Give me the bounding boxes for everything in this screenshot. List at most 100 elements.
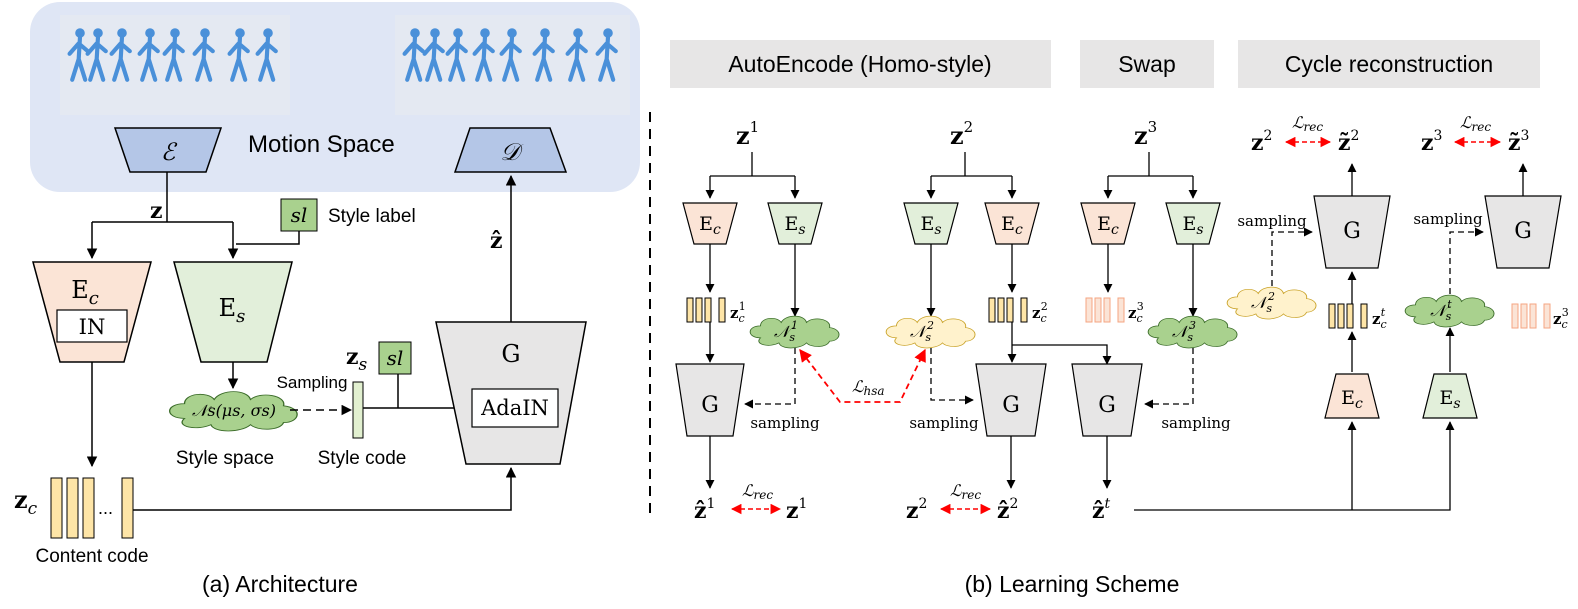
content-code-bars xyxy=(50,477,134,539)
z3-top: z3 xyxy=(1134,118,1157,150)
es-label-2: Es xyxy=(920,213,941,238)
es-label-4: Es xyxy=(1439,387,1460,412)
content-code-bars-1 xyxy=(686,297,726,323)
content-code-bars-3 xyxy=(1085,297,1125,323)
style-label-tag-2 xyxy=(378,341,412,375)
n3-label: 𝒩s3 xyxy=(1172,319,1196,344)
z2-bottom: z2 xyxy=(906,496,927,524)
ec-label-3: Ec xyxy=(1097,213,1119,238)
z-label: z xyxy=(150,198,163,224)
zhat1: ẑ1 xyxy=(694,496,715,524)
ztilde2: z̃2 xyxy=(1338,128,1359,156)
ec-label-2: Ec xyxy=(1001,213,1023,238)
in-block xyxy=(56,309,128,343)
lrec-2: ℒrec xyxy=(950,481,981,502)
motion-encoder-block xyxy=(113,127,223,173)
z-s-label: zs xyxy=(346,344,368,375)
ec-block-4 xyxy=(1324,373,1380,419)
zhat2: ẑ2 xyxy=(997,496,1018,524)
header-cycle xyxy=(1238,40,1540,88)
style-distribution: 𝒩s(μs, σs) xyxy=(192,401,276,420)
style-label-tag-text: sl xyxy=(291,203,308,227)
encoder-symbol: ℰ xyxy=(161,138,178,166)
header-autoencode xyxy=(670,40,1051,88)
z3-cycle: z3 xyxy=(1421,128,1442,156)
z-c-label: zc xyxy=(14,485,38,519)
g-label-5: G xyxy=(1514,219,1532,244)
lrec-3: ℒrec xyxy=(1292,113,1323,134)
g-label-1: G xyxy=(701,393,719,418)
z2-cycle: z2 xyxy=(1251,128,1272,156)
content-code-label: Content code xyxy=(35,546,148,567)
n2-label: 𝒩s2 xyxy=(910,319,934,344)
n2-label-cycle: 𝒩s2 xyxy=(1251,290,1275,315)
es-block-2 xyxy=(903,202,959,245)
es-block-3 xyxy=(1165,202,1221,245)
style-label-tag-2-text: sl xyxy=(387,346,404,370)
zc2-label: zc2 xyxy=(1032,300,1048,325)
sampling-label: Sampling xyxy=(277,373,348,392)
z1-bottom: z1 xyxy=(786,496,807,524)
zc1-label: zc1 xyxy=(730,300,746,325)
sampling-label-5: sampling xyxy=(1413,210,1483,228)
es-block-1 xyxy=(767,202,823,245)
motion-decoder-block xyxy=(453,127,568,173)
content-code-bars-5 xyxy=(1511,303,1551,329)
ec-block-3 xyxy=(1080,202,1136,245)
sampling-label-3: sampling xyxy=(1161,414,1231,432)
header-swap xyxy=(1080,40,1214,88)
ztilde3: z̃3 xyxy=(1508,128,1529,156)
header-swap-text: Swap xyxy=(1118,51,1176,77)
z1-top: z1 xyxy=(736,118,759,150)
adain-block xyxy=(471,388,559,428)
g-block-1 xyxy=(675,363,745,437)
zct-label: zct xyxy=(1372,306,1387,331)
ec-label-1: Ec xyxy=(699,213,721,238)
sampling-label-4: sampling xyxy=(1237,212,1307,230)
ec-block-2 xyxy=(984,202,1040,245)
ec-label-4: Ec xyxy=(1341,387,1363,412)
g-block-5 xyxy=(1484,195,1562,269)
g-label-2: G xyxy=(1002,393,1020,418)
zhat-t: ẑt xyxy=(1092,496,1111,524)
g-block-2 xyxy=(975,363,1047,437)
ec-block-1 xyxy=(682,202,738,245)
content-code-bars-4 xyxy=(1328,303,1368,329)
nt-label: 𝒩st xyxy=(1430,298,1452,323)
z2-top: z2 xyxy=(950,118,973,150)
g-block-4 xyxy=(1313,195,1391,269)
g-label-3: G xyxy=(1098,393,1116,418)
style-space-label: Style space xyxy=(176,448,274,469)
style-encoder-block xyxy=(173,261,293,363)
style-encoder-label: Es xyxy=(219,294,246,327)
zc3-label-cycle: zc3 xyxy=(1553,306,1569,331)
header-autoencode-text: AutoEncode (Homo-style) xyxy=(728,51,991,77)
lrec-4: ℒrec xyxy=(1460,113,1491,134)
motion-space-label: Motion Space xyxy=(248,131,395,158)
content-code-ellipsis: ... xyxy=(98,498,113,518)
z-hat-label: ẑ xyxy=(490,228,503,254)
es-label-3: Es xyxy=(1182,213,1203,238)
style-label-text: Style label xyxy=(328,206,416,227)
adain-label: AdaIN xyxy=(480,396,549,420)
learning-caption: (b) Learning Scheme xyxy=(965,571,1180,597)
sampling-label-2: sampling xyxy=(909,414,979,432)
es-block-4 xyxy=(1422,373,1478,419)
output-motion-image xyxy=(395,15,630,115)
header-cycle-text: Cycle reconstruction xyxy=(1285,51,1493,77)
style-code-bar xyxy=(352,381,364,439)
g-label-4: G xyxy=(1343,219,1361,244)
g-block-3 xyxy=(1071,363,1143,437)
zc3-label: zc3 xyxy=(1128,300,1144,325)
lhsa-label: ℒhsa xyxy=(852,377,885,398)
es-label-1: Es xyxy=(784,213,805,238)
style-code-label: Style code xyxy=(318,448,407,469)
architecture-caption: (a) Architecture xyxy=(202,571,358,597)
input-motion-image xyxy=(60,15,290,115)
content-encoder-label: Ec xyxy=(71,276,99,309)
n1-label: 𝒩s1 xyxy=(774,319,798,344)
generator-label: G xyxy=(501,340,520,368)
sampling-label-1: sampling xyxy=(750,414,820,432)
content-code-bars-2 xyxy=(988,297,1028,323)
